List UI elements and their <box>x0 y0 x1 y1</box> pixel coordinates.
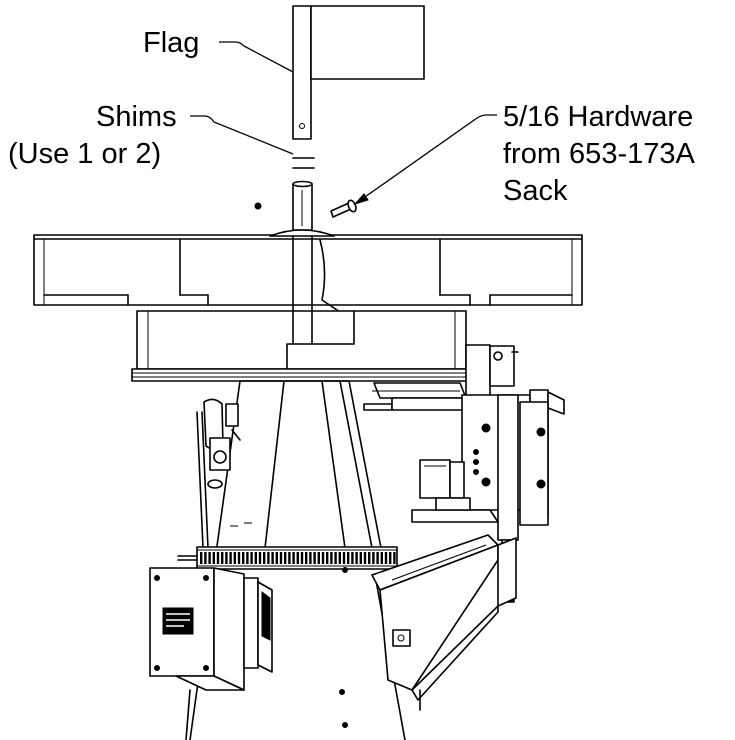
gear-tooth <box>233 552 236 564</box>
gear-tooth <box>204 552 207 564</box>
gear-tooth <box>347 552 350 564</box>
gear-tooth <box>296 552 299 564</box>
gear-tooth <box>292 552 295 564</box>
hole-dot <box>254 202 262 210</box>
shims-label: Shims <box>96 101 177 133</box>
gear-tooth <box>208 552 211 564</box>
gear-tooth <box>380 552 383 564</box>
gear-tooth <box>237 552 241 564</box>
gear-tooth <box>384 552 388 564</box>
gear-tooth <box>351 552 354 564</box>
gear-ring <box>177 546 398 576</box>
motor-box <box>149 567 273 740</box>
gear-tooth <box>368 552 371 564</box>
rail <box>131 368 511 382</box>
gear-tooth <box>254 552 257 564</box>
gear-teeth <box>200 552 396 564</box>
gear-tooth <box>309 552 312 564</box>
gear-tooth <box>271 552 274 564</box>
gear-tooth <box>263 552 266 564</box>
gear-tooth <box>216 552 220 564</box>
gear-tooth <box>288 552 291 564</box>
shims-note-label: (Use 1 or 2) <box>8 138 161 170</box>
gear-tooth <box>389 552 392 564</box>
gear-tooth <box>342 552 346 564</box>
hub-block <box>136 310 467 370</box>
gear-tooth <box>200 552 203 564</box>
gear-tooth <box>250 552 253 564</box>
gear-tooth <box>258 552 262 564</box>
gear-tooth <box>326 552 329 564</box>
gear-tooth <box>279 552 283 564</box>
gear-tooth <box>229 552 232 564</box>
gear-tooth <box>321 552 325 564</box>
gear-tooth <box>330 552 333 564</box>
chute <box>339 534 517 728</box>
gear-tooth <box>338 552 341 564</box>
gear-tooth <box>376 552 379 564</box>
gear-tooth <box>242 552 245 564</box>
gear-tooth <box>372 552 375 564</box>
gear-tooth <box>359 552 362 564</box>
top-housing <box>33 229 583 313</box>
gear-tooth <box>212 552 215 564</box>
gear-tooth <box>393 552 396 564</box>
leader-lines <box>190 41 497 206</box>
gear-tooth <box>267 552 270 564</box>
gear-tooth <box>246 552 249 564</box>
gear-tooth <box>334 552 337 564</box>
gear-tooth <box>275 552 278 564</box>
gear-tooth <box>300 552 304 564</box>
gear-tooth <box>317 552 320 564</box>
shims-part <box>292 157 315 169</box>
hardware-label-line2: from 653-173A <box>503 138 695 170</box>
gear-tooth <box>225 552 228 564</box>
bolt-hardware <box>330 199 357 218</box>
flag-part <box>292 5 425 140</box>
shaft <box>292 180 313 231</box>
flag-label: Flag <box>143 27 199 59</box>
linkage-rod <box>196 398 252 549</box>
gear-tooth <box>305 552 308 564</box>
gear-tooth <box>313 552 316 564</box>
hardware-label-line1: 5/16 Hardware <box>503 101 693 133</box>
gear-tooth <box>355 552 358 564</box>
hardware-label-line3: Sack <box>503 175 568 207</box>
gear-tooth <box>363 552 367 564</box>
gear-tooth <box>284 552 287 564</box>
gear-tooth <box>221 552 224 564</box>
